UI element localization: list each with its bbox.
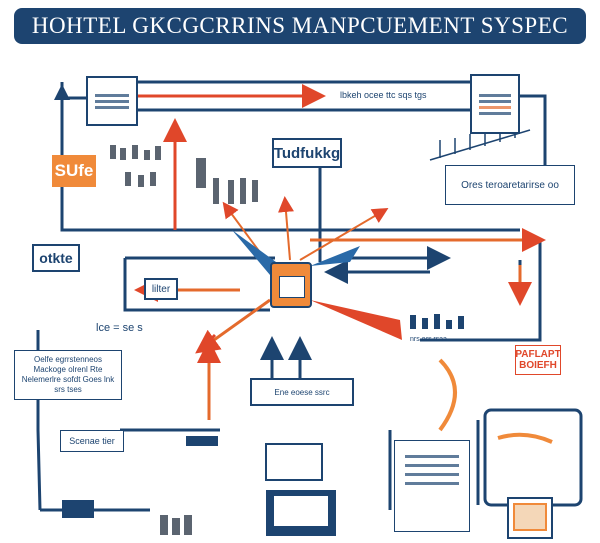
left-navy-node: otkte <box>32 244 80 272</box>
right-info-label: Ores teroaretarirse oo <box>461 179 559 191</box>
bottom-left-small-box: Scenae tier <box>60 430 124 452</box>
left-caption: lce = se s <box>96 322 143 334</box>
bottom-left-info-box: Oelfe egrrstenneos Mackoge olrenl Rte Ne… <box>14 350 122 400</box>
node-top-center-label: Tudfukkg <box>273 144 341 162</box>
center-bottom-label: Ene eoese ssrc <box>274 387 330 397</box>
center-bottom-box: Ene eoese ssrc <box>250 378 354 406</box>
central-hub <box>270 262 312 308</box>
left-mid-node: lilter <box>144 278 178 300</box>
monitor-icon <box>86 76 138 126</box>
top-link-label: lbkeh ocee ttc sqs tgs <box>340 90 427 100</box>
document-icon <box>394 440 470 532</box>
server-icon <box>470 74 520 134</box>
left-navy-label: otkte <box>39 250 73 266</box>
right-orange-node: PAFLAPT BOIEFH <box>515 345 561 375</box>
bar-block <box>186 436 218 446</box>
diagram-title: HOHTEL GKCGCRRINS MANPCUEMENT SYSPEC <box>31 13 569 38</box>
right-info-box: Ores teroaretarirse oo <box>445 165 575 205</box>
right-orange-label: PAFLAPT BOIEFH <box>515 349 561 371</box>
bottom-left-info-text: Oelfe egrrstenneos Mackoge olrenl Rte Ne… <box>21 355 115 394</box>
left-orange-node: SUfe <box>52 155 96 187</box>
right-caption: nrs ecr rsaa <box>410 336 447 343</box>
left-mid-label: lilter <box>151 283 171 295</box>
title-banner: HOHTEL GKCGCRRINS MANPCUEMENT SYSPEC <box>14 8 586 44</box>
left-orange-label: SUfe <box>54 161 94 180</box>
bottom-left-small-label: Scenae tier <box>69 436 115 446</box>
hub-screen-icon <box>279 276 305 298</box>
node-top-center: Tudfukkg <box>272 138 342 168</box>
